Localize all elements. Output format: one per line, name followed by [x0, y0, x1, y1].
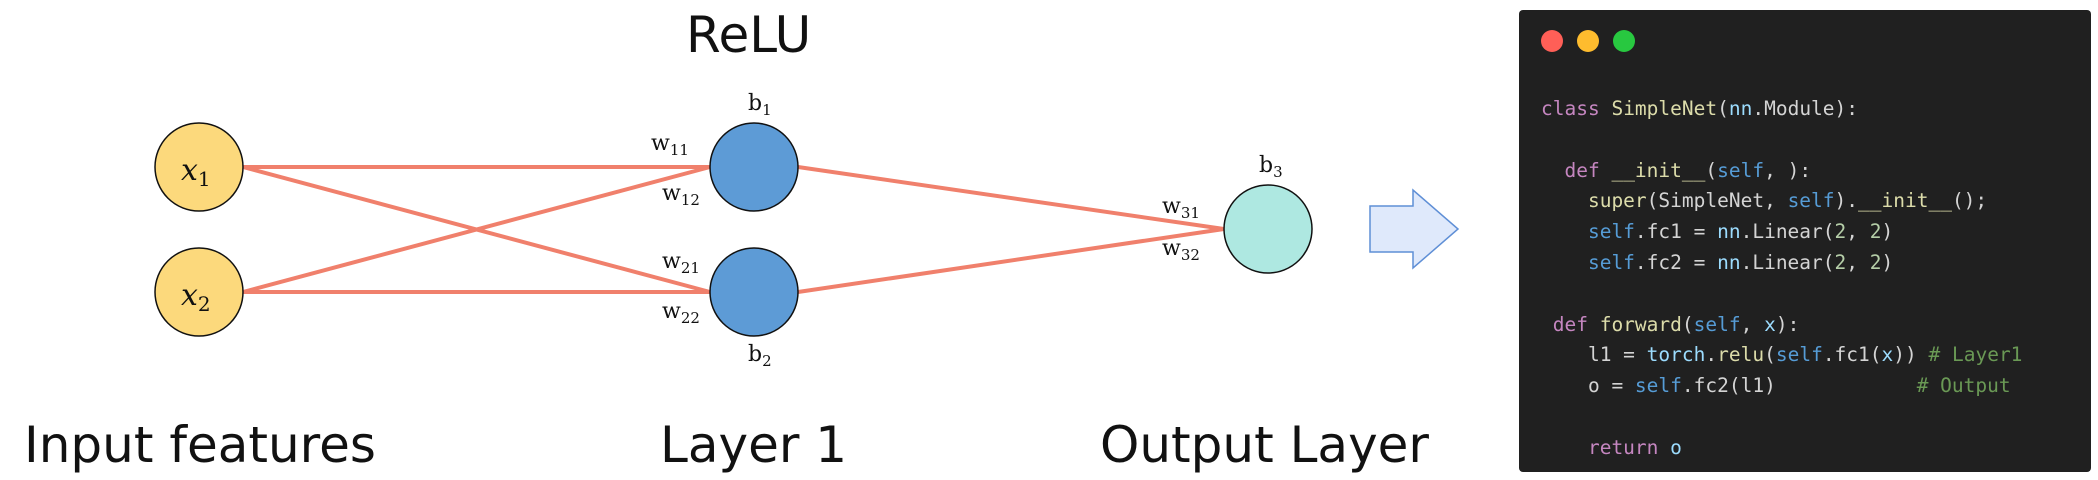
bias-b3-label: b3 [1259, 153, 1283, 181]
code-line: return o [1541, 435, 1682, 459]
network-diagram: x1 x2 b1 b2 b3 w11 w12 w21 w22 w31 w32 R… [24, 6, 1460, 474]
activation-title: ReLU [686, 6, 811, 64]
output-node [1223, 184, 1313, 274]
bias-b1-label: b1 [748, 91, 772, 119]
weight-w32-label: w32 [1162, 236, 1200, 264]
weight-w12-label: w12 [662, 181, 700, 209]
output-layer-label: Output Layer [1100, 416, 1429, 474]
hidden-node-1 [709, 122, 799, 212]
code-window: class SimpleNet(nn.Module): def __init__… [1519, 10, 2091, 472]
connections [242, 165, 1225, 294]
close-dot-icon[interactable] [1541, 30, 1563, 52]
code-line [1541, 279, 2022, 310]
code-line: self.fc2 = nn.Linear(2, 2) [1541, 250, 1894, 274]
code-line [1541, 125, 2022, 156]
edge-h1-o [797, 165, 1225, 231]
weight-w22-label: w22 [662, 299, 700, 327]
hidden-layer-label: Layer 1 [660, 416, 847, 474]
minimize-dot-icon[interactable] [1577, 30, 1599, 52]
input-node-x1 [154, 122, 244, 212]
x1-label: x1 [181, 153, 211, 191]
code-line: self.fc1 = nn.Linear(2, 2) [1541, 220, 1894, 244]
maximize-dot-icon[interactable] [1613, 30, 1635, 52]
input-node-x2 [154, 247, 244, 337]
weight-w31-label: w31 [1162, 194, 1200, 222]
code-block: class SimpleNet(nn.Module): def __init__… [1541, 94, 2022, 464]
weight-w11-label: w11 [651, 131, 689, 159]
hidden-node-2 [709, 247, 799, 337]
right-arrow-icon [1369, 188, 1460, 270]
edge-h2-o [797, 227, 1225, 294]
x2-label: x2 [181, 278, 211, 316]
code-line [1541, 402, 2022, 433]
code-line: o = self.fc2(l1) # Output [1541, 374, 2011, 398]
input-layer-label: Input features [24, 416, 376, 474]
code-line: def __init__(self, ): [1541, 158, 1812, 182]
edge-x2-h1 [242, 165, 711, 294]
code-line: l1 = torch.relu(self.fc1(x)) # Layer1 [1541, 343, 2023, 367]
code-line: class SimpleNet(nn.Module): [1541, 97, 1859, 120]
code-line: def forward(self, x): [1541, 312, 1800, 336]
bias-b2-label: b2 [748, 342, 772, 370]
code-line: super(SimpleNet, self).__init__(); [1541, 189, 1988, 213]
weight-w21-label: w21 [662, 249, 700, 277]
